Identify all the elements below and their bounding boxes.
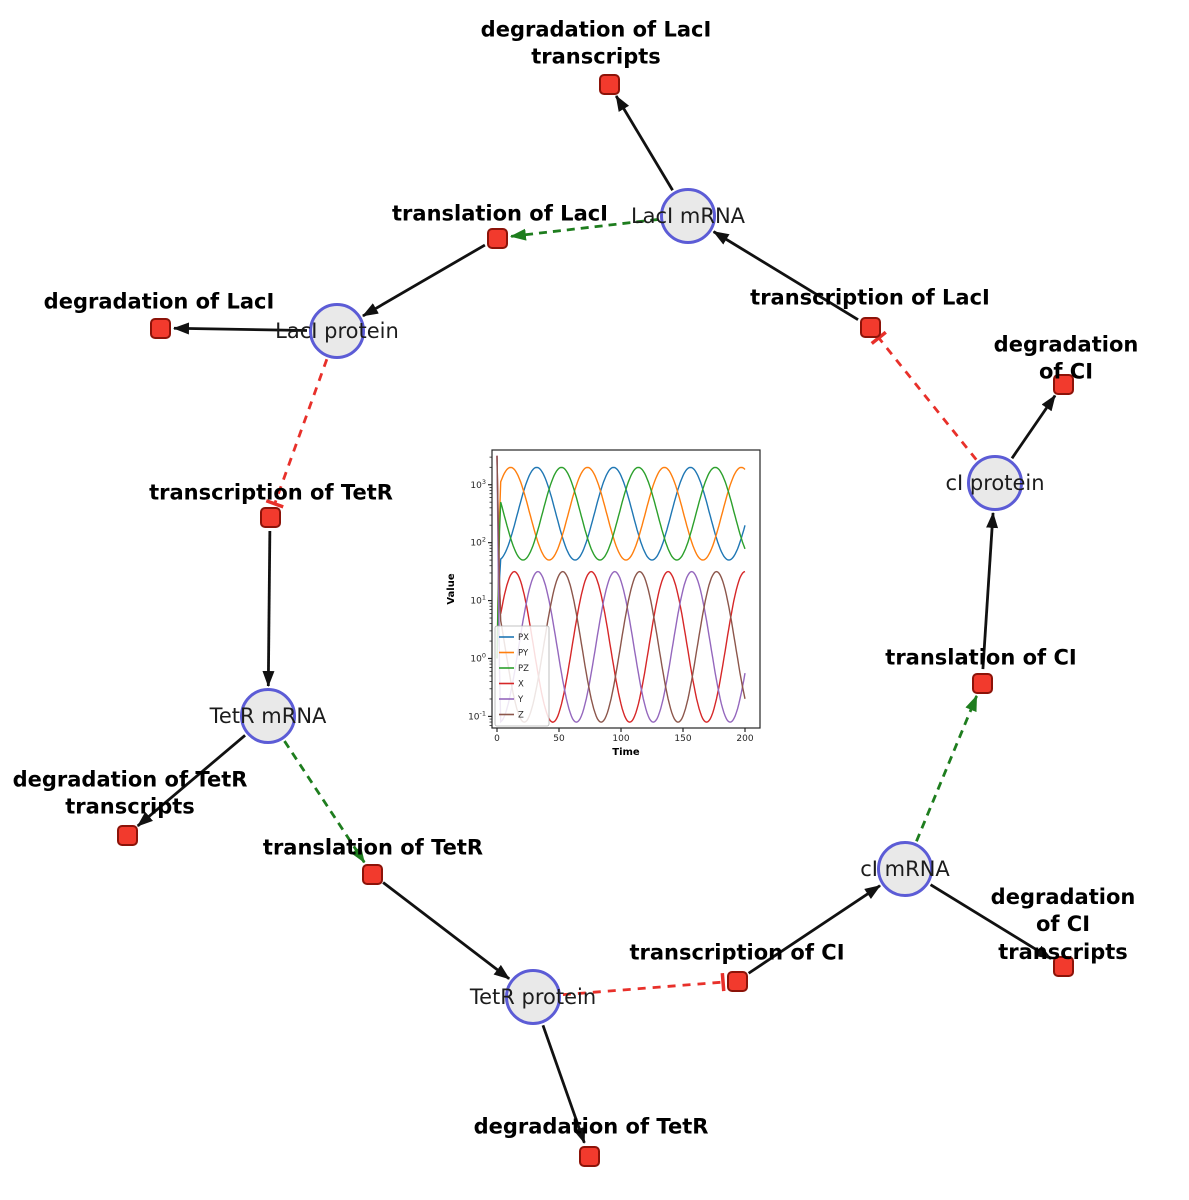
- legend-label-Z: Z: [518, 711, 524, 721]
- species-label-ci_mrna: cI mRNA: [860, 857, 950, 881]
- species-node-laci_protein: [309, 303, 365, 359]
- species-node-laci_mrna: [660, 188, 716, 244]
- reaction-node-deg_ci: [1052, 373, 1074, 395]
- species-node-ci_mrna: [877, 841, 933, 897]
- legend-label-X: X: [518, 680, 524, 690]
- edge-flow-tetr_mrna-deg_tetr_tx: [136, 734, 246, 828]
- edge-flow-transl_ci-ci_protein: [981, 511, 999, 670]
- species-label-ci_protein: cI protein: [945, 471, 1045, 495]
- reaction-label-deg_tetr_tx: degradation of TetR transcripts: [12, 767, 248, 819]
- y-tick-label: 102: [470, 536, 486, 549]
- species-label-laci_mrna: LacI mRNA: [630, 204, 746, 228]
- edge-flow-transcr_tetr-tetr_mrna: [262, 530, 275, 688]
- x-tick-label: 200: [736, 734, 753, 744]
- reaction-label-transl_tetr: translation of TetR: [262, 835, 484, 860]
- species-node-tetr_protein: [505, 969, 561, 1025]
- edge-flow-transl_tetr-tetr_protein: [382, 881, 511, 980]
- chart-legend-box: [494, 625, 550, 727]
- edge-flow-transcr_laci-laci_mrna: [712, 230, 859, 321]
- y-axis-label: Value: [446, 573, 457, 604]
- species-node-ci_protein: [967, 455, 1023, 511]
- reaction-node-deg_tetr: [578, 1145, 600, 1167]
- x-tick-label: 150: [674, 734, 691, 744]
- edge-flow-ci_protein-deg_ci: [1010, 394, 1057, 460]
- species-node-tetr_mrna: [240, 688, 296, 744]
- reaction-label-deg_ci_tx: degradation of CI transcripts: [990, 885, 1136, 964]
- reaction-label-transcr_tetr: transcription of TetR: [149, 480, 393, 505]
- reaction-label-transl_ci: translation of CI: [885, 645, 1077, 670]
- series-line-PY: [496, 466, 746, 659]
- legend-label-PX: PX: [518, 633, 529, 643]
- legend-label-PZ: PZ: [518, 664, 529, 674]
- x-tick-label: 50: [553, 734, 565, 744]
- legend-label-Y: Y: [517, 695, 524, 705]
- edge-flow-laci_protein-deg_laci: [172, 322, 308, 335]
- species-label-laci_protein: LacI protein: [275, 319, 399, 343]
- edge-inhibition-laci_protein-transcr_tetr: [265, 358, 329, 509]
- reaction-label-transcr_ci: transcription of CI: [629, 940, 845, 965]
- edge-modifier-laci_mrna-transl_laci: [509, 218, 659, 241]
- edge-inhibition-ci_protein-transcr_laci: [870, 330, 978, 461]
- x-axis-label: Time: [612, 747, 640, 758]
- edge-inhibition-tetr_protein-transcr_ci: [562, 972, 726, 997]
- y-tick-label: 100: [470, 652, 486, 665]
- reaction-node-transcr_ci: [726, 970, 748, 992]
- x-tick-label: 100: [612, 734, 629, 744]
- x-tick-label: 0: [494, 734, 500, 744]
- edge-flow-transl_laci-laci_protein: [362, 243, 486, 318]
- reaction-label-transl_laci: translation of LacI: [392, 201, 608, 226]
- reaction-label-transcr_laci: transcription of LacI: [750, 285, 990, 310]
- series-line-PX: [496, 466, 746, 659]
- y-tick-label: 101: [470, 594, 486, 607]
- reaction-label-deg_tetr: degradation of TetR: [473, 1114, 709, 1139]
- edge-flow-ci_mrna-deg_ci_tx: [929, 883, 1052, 960]
- reaction-node-transl_tetr: [361, 863, 383, 885]
- edge-modifier-ci_mrna-transl_ci: [915, 695, 978, 842]
- edge-flow-transcr_ci-ci_mrna: [747, 884, 881, 975]
- reaction-node-deg_tetr_tx: [116, 824, 138, 846]
- y-tick-label: 10-1: [468, 709, 486, 722]
- reaction-node-transl_ci: [971, 672, 993, 694]
- species-label-tetr_protein: TetR protein: [469, 985, 597, 1009]
- reaction-node-deg_ci_tx: [1052, 955, 1074, 977]
- reaction-node-deg_laci_tx: [598, 73, 620, 95]
- reaction-label-deg_laci: degradation of LacI: [43, 289, 275, 314]
- reaction-node-transcr_tetr: [259, 506, 281, 528]
- reaction-label-deg_laci_tx: degradation of LacI transcripts: [480, 17, 712, 69]
- species-label-tetr_mrna: TetR mRNA: [209, 704, 327, 728]
- edge-flow-tetr_protein-deg_tetr: [541, 1024, 586, 1144]
- legend-label-PY: PY: [518, 649, 529, 659]
- reaction-node-transl_laci: [486, 227, 508, 249]
- series-line-PZ: [496, 466, 746, 659]
- edge-modifier-tetr_mrna-transl_tetr: [283, 740, 366, 864]
- series-line-Y: [496, 455, 746, 724]
- reaction-node-transcr_laci: [859, 316, 881, 338]
- reaction-label-deg_ci: degradation of CI: [993, 332, 1139, 384]
- edge-flow-laci_mrna-deg_laci_tx: [614, 95, 674, 191]
- y-tick-label: 103: [470, 478, 486, 491]
- reaction-node-deg_laci: [149, 317, 171, 339]
